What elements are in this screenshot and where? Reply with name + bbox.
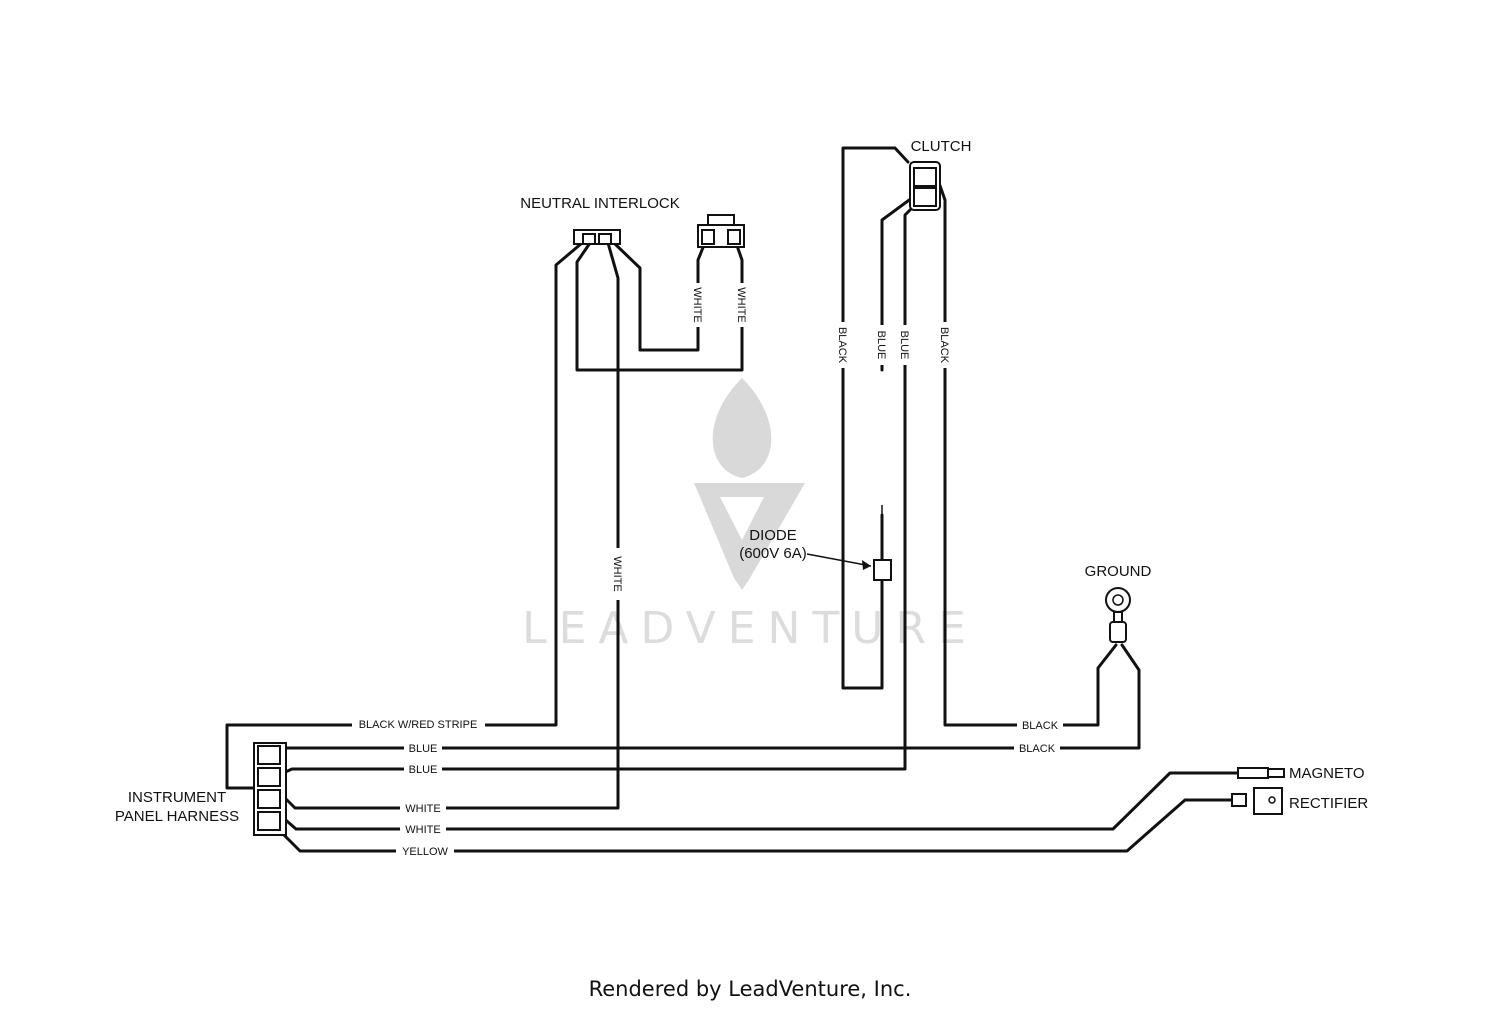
wire-label-blue-2: BLUE [409,764,438,776]
rectifier-connector [1231,787,1283,815]
wire-blue-1 [270,643,1141,754]
wire-interlock-loop-1 [575,238,744,372]
wire-label-white-interlock-1: WHITE [691,287,703,322]
label-neutral-interlock: NEUTRAL INTERLOCK [520,195,679,212]
wire-ground-black [943,198,1118,727]
wire-label-black-red-stripe: BLACK W/RED STRIPE [359,719,478,731]
wire-label-black-ground-1: BLACK [1022,720,1059,732]
instrument-panel-harness-connector [253,742,287,836]
watermark-text: LEADVENTURE [522,603,978,654]
watermark-logo [694,378,805,590]
label-diode: DIODE [749,527,797,544]
label-diode-rating: (600V 6A) [739,545,807,562]
wire-yellow [270,798,1234,853]
label-instrument-panel-1: INSTRUMENT [128,789,226,806]
wire-clutch-black-left [841,146,910,690]
wire-white-2 [270,771,1240,831]
neutral-interlock-switch [697,214,745,248]
wire-clutch-blue-1-upper [880,190,922,372]
wire-label-clutch-black-left: BLACK [836,327,848,364]
label-instrument-panel-2: PANEL HARNESS [115,808,239,825]
neutral-interlock-connector [573,229,621,245]
wire-black-red-stripe [225,241,584,790]
wire-interlock-loop-2 [612,238,708,352]
wire-label-blue-1: BLUE [409,743,438,755]
label-clutch: CLUTCH [911,138,972,155]
wire-label-clutch-black-right: BLACK [938,327,950,364]
clutch-connector [909,161,941,211]
wire-label-white-2: WHITE [405,824,440,836]
wire-label-white-1: WHITE [405,803,440,815]
wire-label-white-interlock-2: WHITE [735,287,747,322]
ground-terminal [1105,587,1131,643]
label-rectifier: RECTIFIER [1289,795,1368,812]
wire-blue-2 [270,193,927,780]
wire-label-clutch-blue-2: BLUE [898,331,910,360]
wire-label-yellow: YELLOW [402,846,448,858]
wire-label-clutch-blue-1: BLUE [875,331,887,360]
wire-label-white-vertical: WHITE [611,556,623,591]
wire-white-vertical [281,241,620,810]
footer-credit: Rendered by LeadVenture, Inc. [588,977,912,1001]
magneto-connector [1237,767,1285,779]
label-magneto: MAGNETO [1289,765,1365,782]
wire-label-black-ground-2: BLACK [1019,743,1056,755]
diode [806,505,892,590]
label-ground: GROUND [1085,563,1152,580]
